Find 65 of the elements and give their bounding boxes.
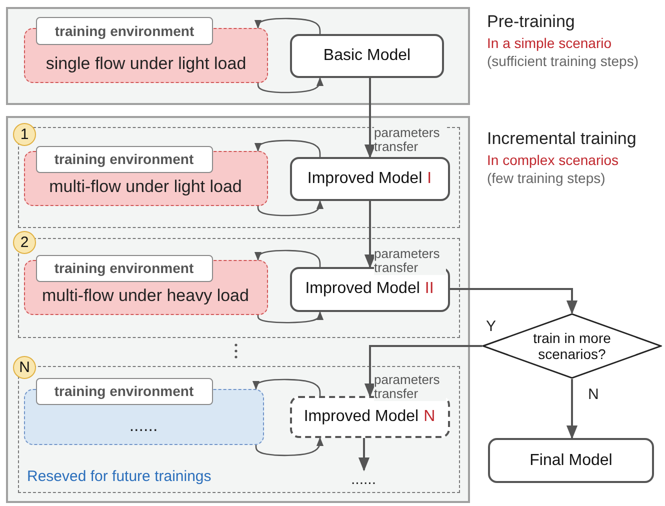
- environment-box: [24, 378, 264, 444]
- note-text: Reseved for future trainings: [27, 468, 212, 485]
- environment-tag: [36, 378, 212, 404]
- box-label: Improved Model: [304, 408, 419, 426]
- box-label: train in more scenarios?: [532, 330, 612, 362]
- box-label: ......: [350, 471, 376, 488]
- edge-label: parameters transfer: [374, 247, 446, 275]
- model-box: [290, 34, 444, 78]
- decision-diamond: [482, 313, 662, 379]
- environment-tag: [36, 17, 213, 45]
- step-number-badge: [13, 123, 36, 146]
- arrow: [450, 288, 578, 314]
- arrow: [257, 200, 324, 216]
- box-label: Final Model: [530, 452, 612, 470]
- step-number-badge: [13, 356, 36, 379]
- section-note: In a simple scenario: [487, 35, 612, 51]
- model-box: [488, 438, 654, 483]
- step-number-badge: [13, 231, 36, 254]
- stage-frame: [18, 238, 460, 338]
- arrow: [257, 77, 324, 94]
- edge-label: parameters transfer: [374, 126, 446, 154]
- box-label: training environment: [54, 23, 194, 39]
- box-label: ......: [129, 416, 158, 436]
- arrow: [358, 438, 370, 472]
- box-label: training environment: [54, 260, 194, 276]
- arrow: [364, 78, 376, 158]
- box-label: multi-flow under heavy load: [42, 286, 249, 306]
- arrow: [566, 379, 578, 440]
- box-label: N: [19, 359, 30, 376]
- arrow: [252, 378, 321, 396]
- edge-label: N: [588, 388, 599, 402]
- environment-box: [24, 146, 268, 206]
- model-box: [290, 156, 450, 200]
- environment-box: [24, 17, 268, 83]
- arrow: [254, 18, 321, 34]
- section-note: (few training steps): [487, 170, 606, 186]
- box-label: Basic Model: [323, 47, 411, 65]
- section-heading: Pre-training: [487, 12, 575, 32]
- box-label: Improved Model: [305, 280, 420, 298]
- environment-box: [24, 254, 268, 314]
- arrow: [364, 345, 482, 398]
- arrow: [254, 140, 321, 157]
- box-label: single flow under light load: [46, 54, 246, 74]
- edge-label: Y: [486, 320, 496, 334]
- box-label: training environment: [54, 151, 194, 167]
- annotation-text: parameters transfer: [374, 373, 446, 401]
- box-label: 2: [20, 234, 29, 251]
- model-index: I: [427, 170, 432, 188]
- section-heading: Incremental training: [487, 129, 636, 149]
- box-label: multi-flow under light load: [49, 176, 242, 196]
- arrow: [254, 250, 321, 267]
- model-index: II: [424, 280, 434, 298]
- stage-panel: [6, 116, 470, 503]
- box-label: training environment: [54, 383, 194, 399]
- box-label: Improved Model: [307, 170, 422, 188]
- section-note: (sufficient training steps): [487, 53, 638, 69]
- arrow: [364, 201, 376, 268]
- arrow: [257, 311, 324, 324]
- environment-tag: [36, 146, 212, 172]
- section-note: In complex scenarios: [487, 152, 619, 168]
- box-label: 1: [20, 126, 29, 143]
- stage-panel: [6, 7, 470, 105]
- model-index: N: [424, 408, 436, 426]
- environment-tag: [36, 254, 212, 282]
- stage-frame: [18, 127, 460, 228]
